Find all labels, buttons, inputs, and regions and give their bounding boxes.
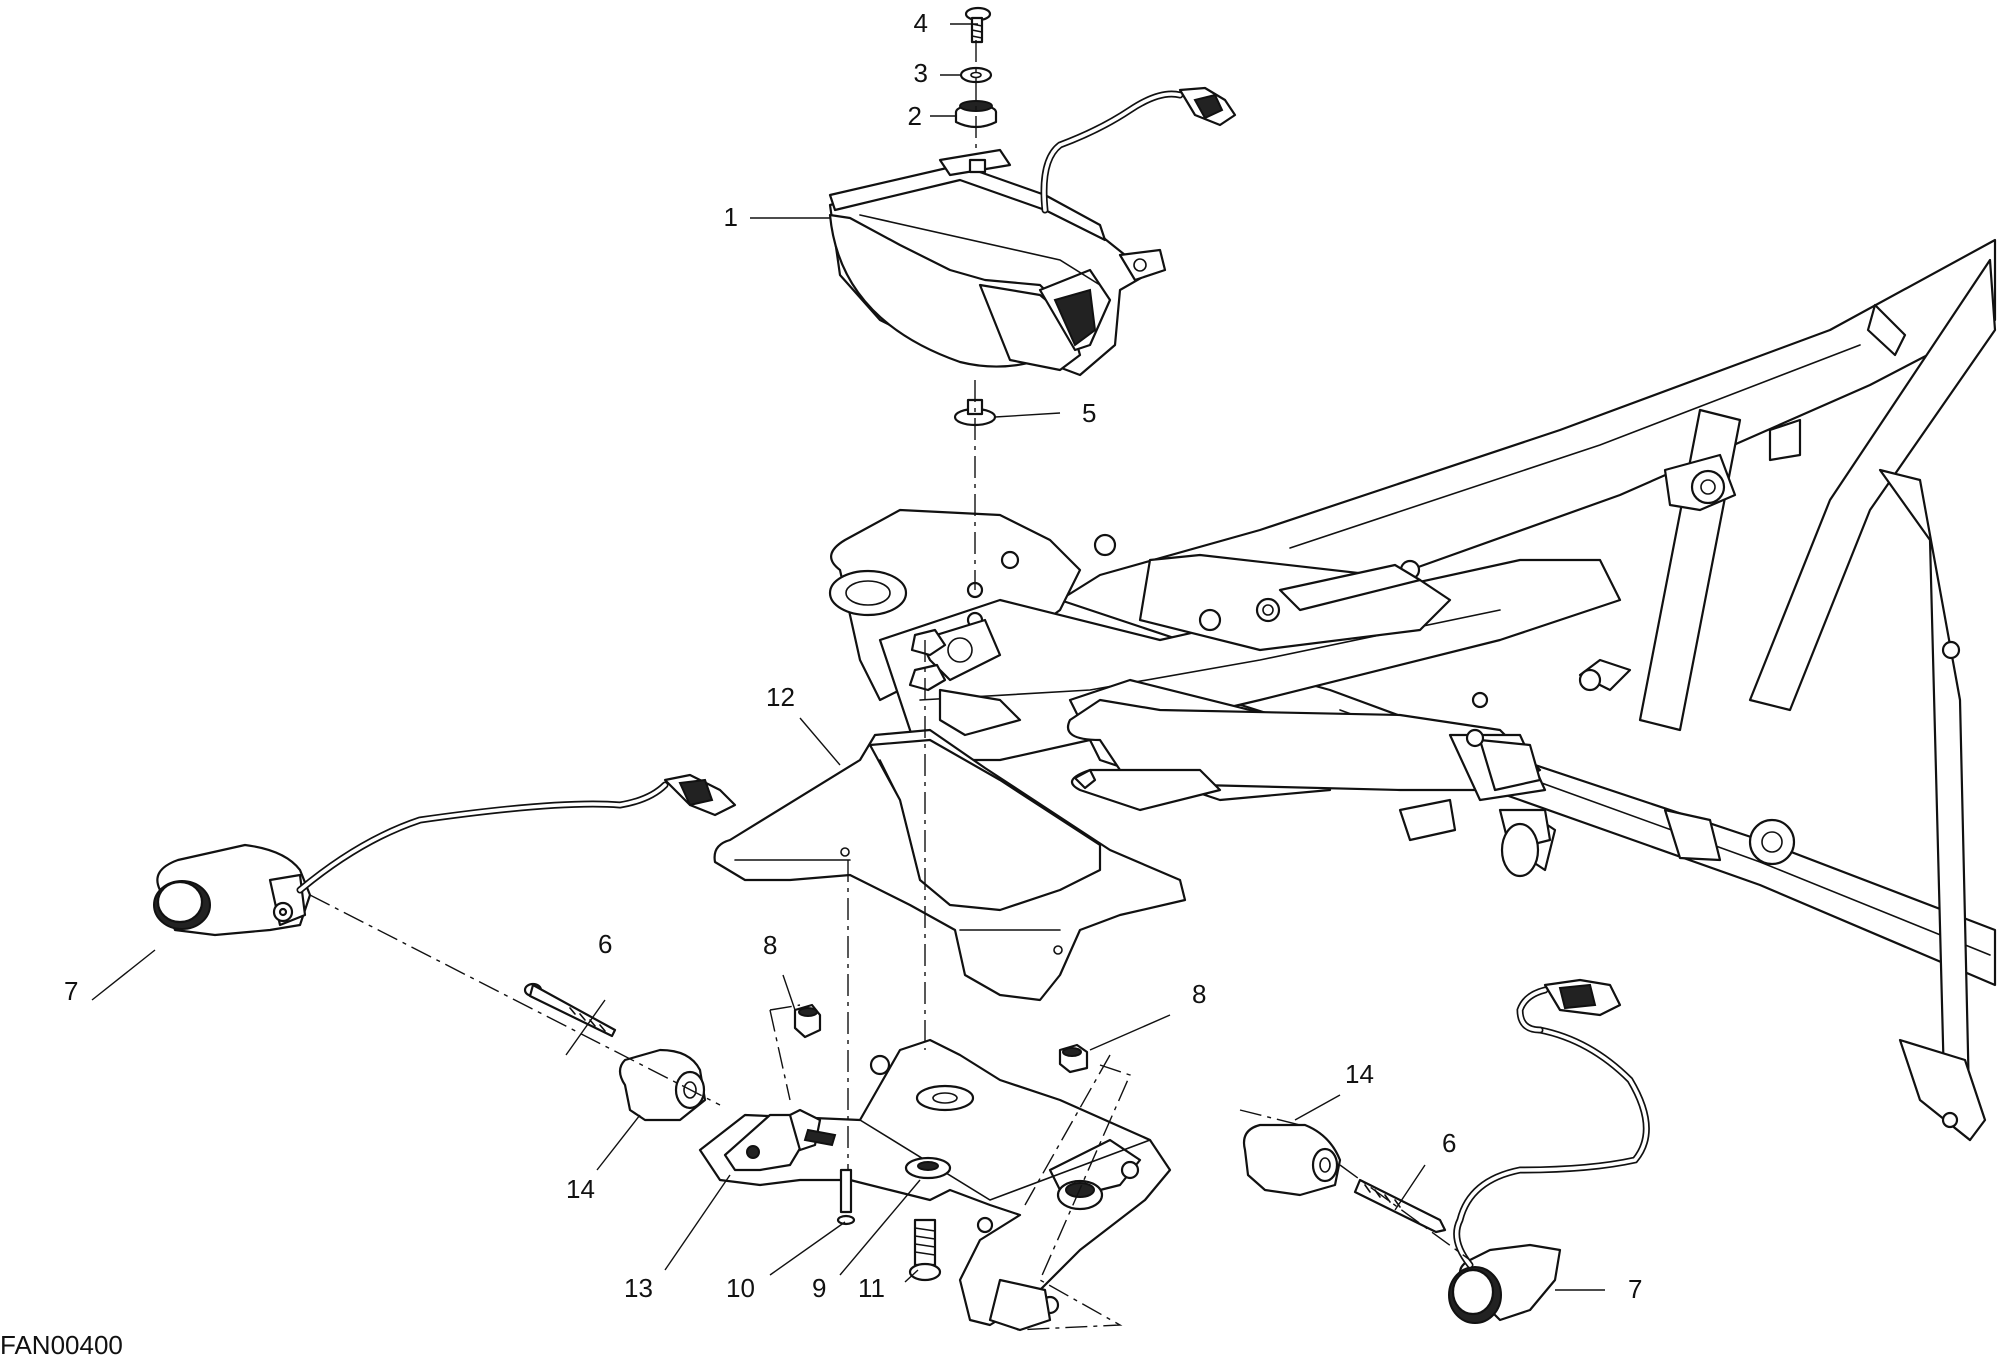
spacer-14-right bbox=[1242, 1123, 1342, 1197]
nut-8-left bbox=[793, 1003, 822, 1039]
callout-8-right: 8 bbox=[1192, 979, 1206, 1009]
callout-6-left: 6 bbox=[598, 929, 612, 959]
callout-5: 5 bbox=[1082, 398, 1096, 428]
callouts: 4 3 2 1 5 12 7 6 8 8 14 14 6 7 13 10 9 1… bbox=[64, 8, 1642, 1304]
callout-10: 10 bbox=[726, 1273, 755, 1303]
callout-6-right: 6 bbox=[1442, 1128, 1456, 1158]
turn-indicator-right bbox=[1448, 978, 1650, 1324]
tail-frame-crossmember bbox=[828, 508, 1632, 878]
leader-lines bbox=[91, 23, 1605, 1291]
callout-12: 12 bbox=[766, 682, 795, 712]
callout-3: 3 bbox=[914, 58, 928, 88]
tail-light-assembly bbox=[828, 86, 1237, 377]
callout-14-left: 14 bbox=[566, 1174, 595, 1204]
bolt-6-right bbox=[1353, 1178, 1447, 1234]
license-bracket-12 bbox=[713, 728, 1187, 1002]
callout-14-right: 14 bbox=[1345, 1059, 1374, 1089]
callout-7-left: 7 bbox=[64, 976, 78, 1006]
callout-7-right: 7 bbox=[1628, 1274, 1642, 1304]
washer-9 bbox=[904, 1156, 952, 1180]
nut-8-right bbox=[1058, 1043, 1089, 1074]
screw-4 bbox=[964, 6, 992, 44]
rear-subframe bbox=[1058, 238, 1997, 1142]
bolt-6-left bbox=[523, 982, 617, 1038]
assembly-axis-lines bbox=[309, 40, 1471, 1331]
screw-10 bbox=[836, 1168, 856, 1226]
callout-13: 13 bbox=[624, 1273, 653, 1303]
screw-11 bbox=[908, 1218, 942, 1282]
callout-8-left: 8 bbox=[763, 930, 777, 960]
turn-indicator-left bbox=[153, 773, 737, 937]
upper-grommet bbox=[968, 158, 987, 174]
callout-9: 9 bbox=[812, 1273, 826, 1303]
lower-bracket-13 bbox=[698, 1038, 1172, 1332]
callout-1: 1 bbox=[724, 202, 738, 232]
callout-11: 11 bbox=[858, 1273, 885, 1303]
callout-2: 2 bbox=[908, 101, 922, 131]
callout-4: 4 bbox=[914, 8, 928, 38]
drawing-code: FAN00400 bbox=[0, 1330, 123, 1359]
